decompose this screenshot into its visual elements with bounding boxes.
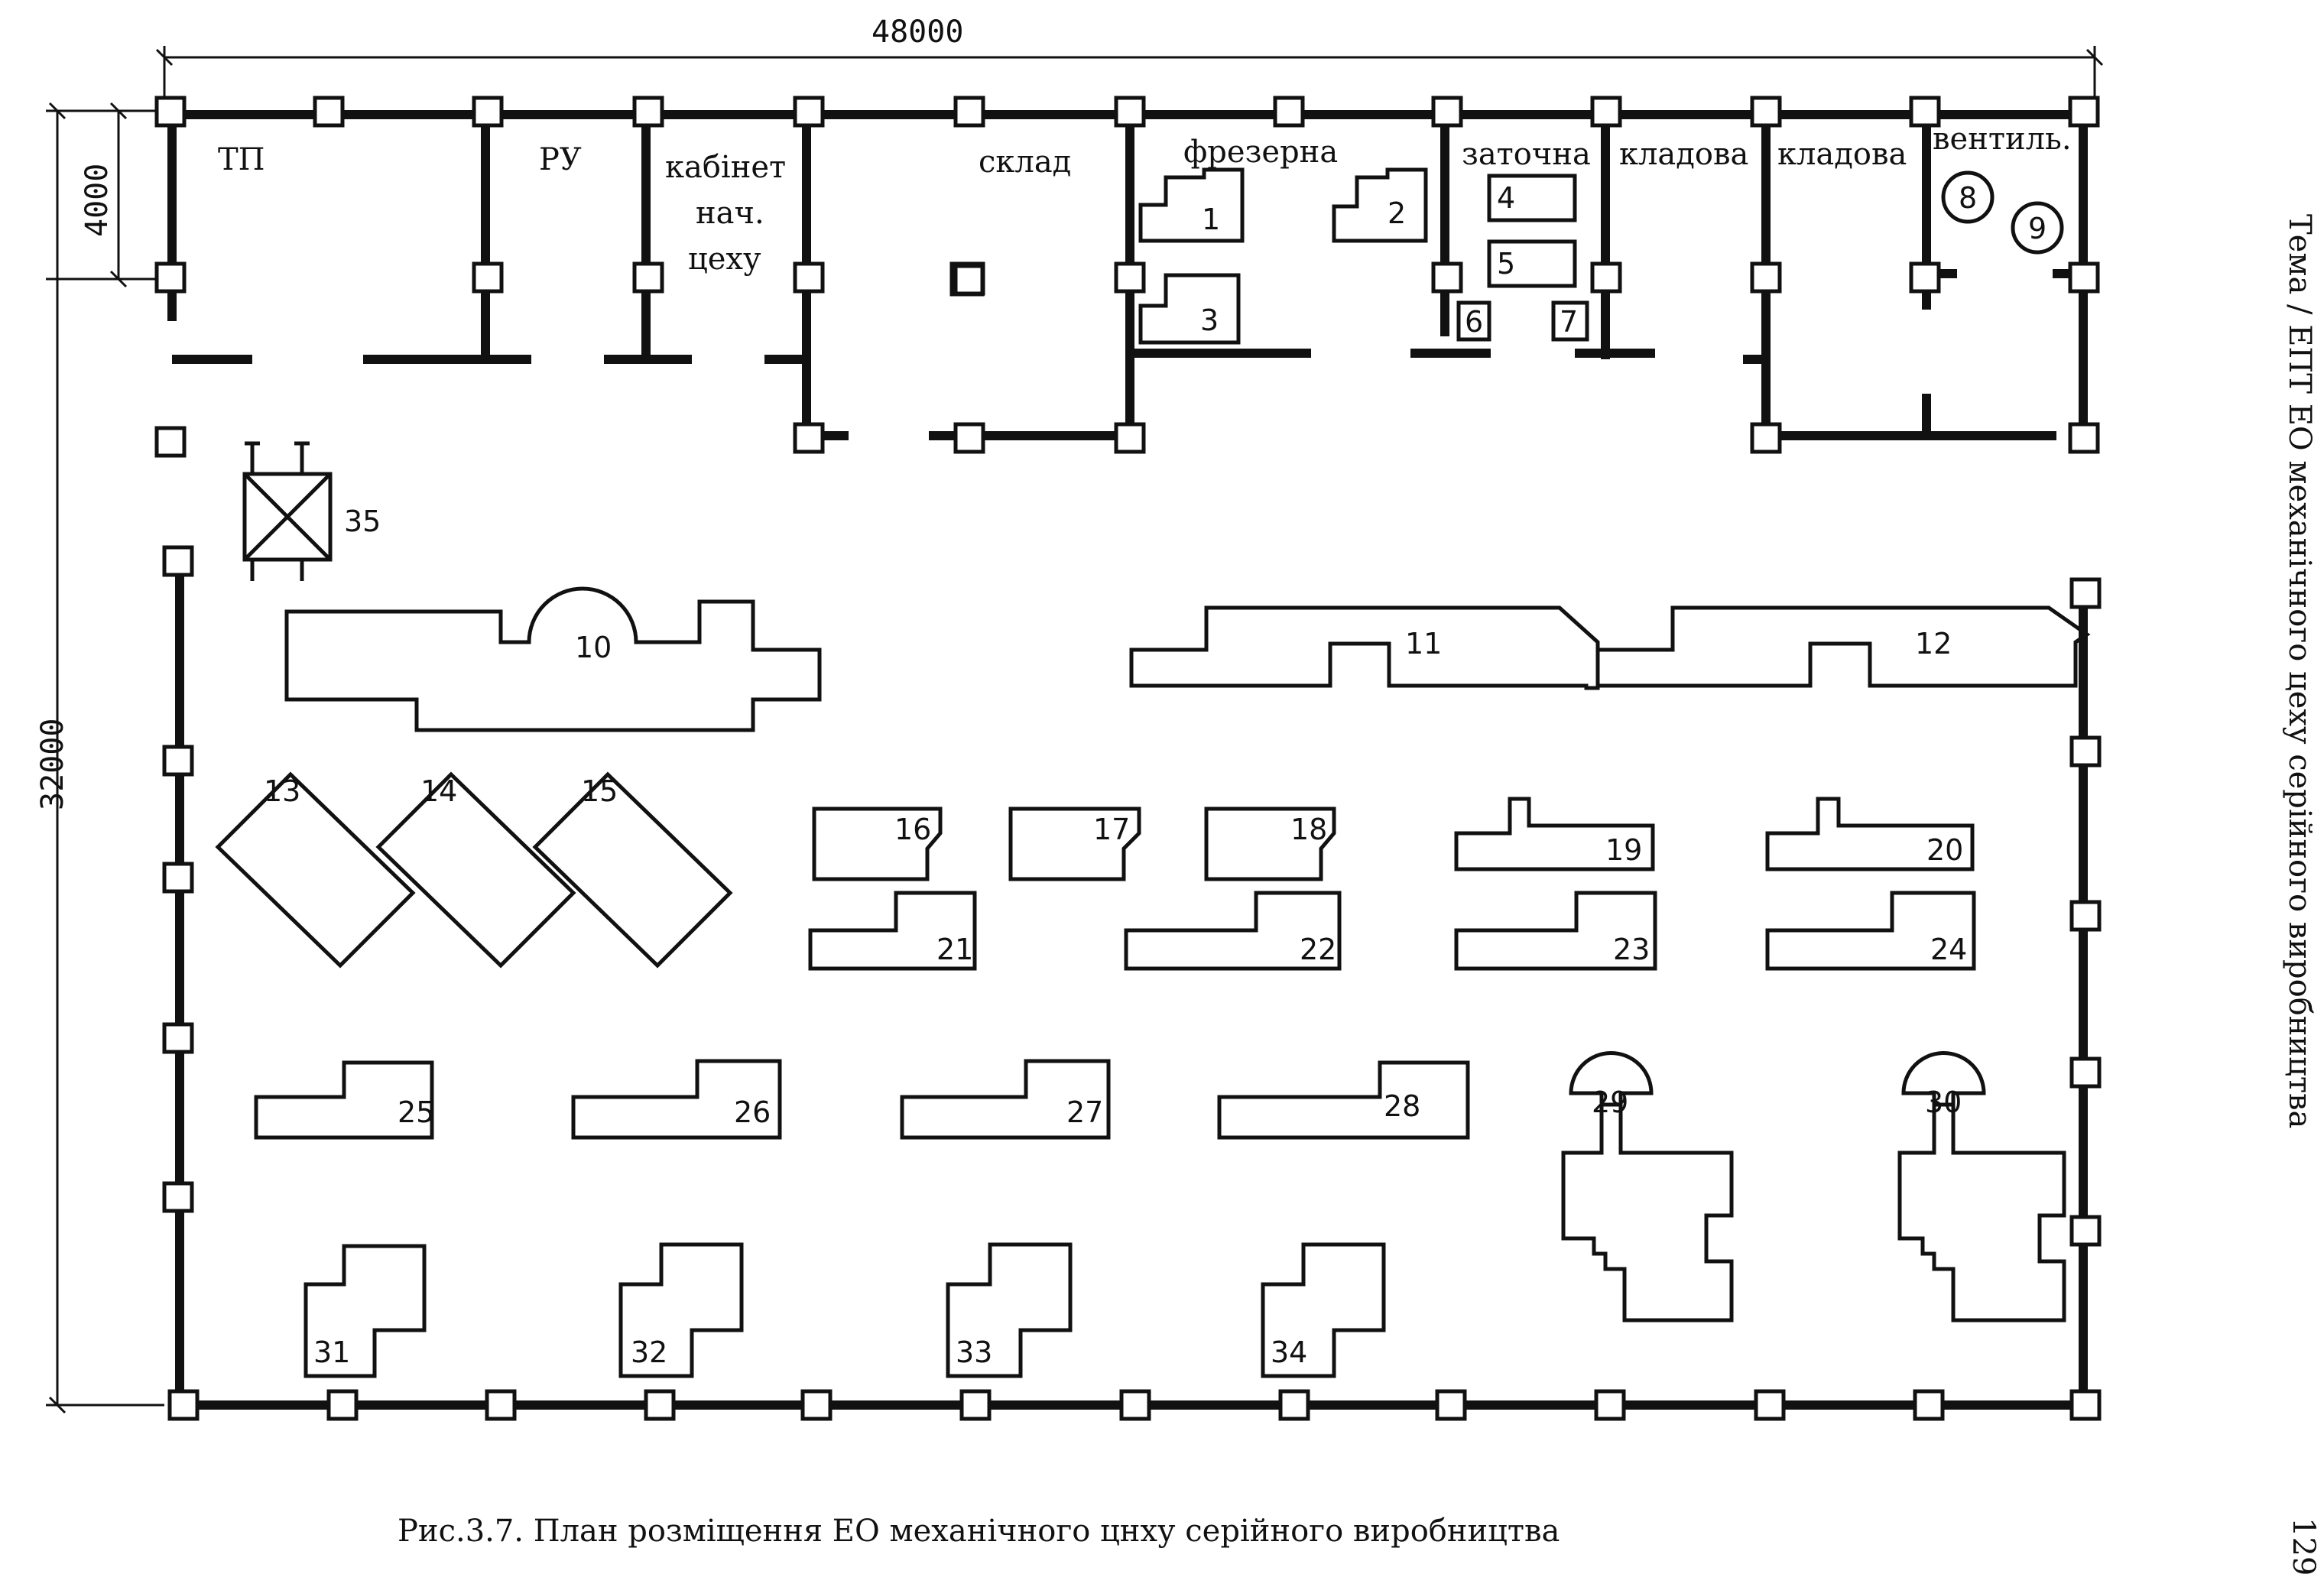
equipment-number-33: 33: [956, 1335, 992, 1369]
equipment-number-29: 29: [1592, 1086, 1628, 1119]
equipment-number-30: 30: [1925, 1086, 1962, 1119]
room-label-tp: ТП: [218, 142, 265, 177]
equipment-number-21: 21: [936, 933, 973, 966]
equipment-number-6: 6: [1465, 305, 1483, 339]
dimension-bay: 4000: [80, 164, 115, 237]
equipment-number-14: 14: [420, 774, 457, 808]
equipment-number-8: 8: [1959, 181, 1977, 215]
equipment-number-15: 15: [581, 774, 618, 808]
equipment-number-32: 32: [631, 1335, 667, 1369]
room-label-milling: фрезерна: [1183, 135, 1338, 170]
equipment-number-34: 34: [1271, 1335, 1307, 1369]
equipment-number-9: 9: [2028, 212, 2046, 245]
equipment-number-25: 25: [398, 1095, 434, 1129]
equipment-number-18: 18: [1290, 813, 1327, 846]
equipment-number-22: 22: [1300, 933, 1336, 966]
equipment-number-27: 27: [1066, 1095, 1103, 1129]
room-label-storeroom-2: кладова: [1777, 137, 1907, 172]
side-header: Тема / ЕПТ ЕО механічного цеху серійного…: [2282, 214, 2317, 1129]
figure-caption: Рис.3.7. План розміщення ЕО механічного …: [398, 1514, 1560, 1549]
equipment-number-31: 31: [313, 1335, 350, 1369]
equipment-number-13: 13: [264, 774, 300, 808]
room-label-office-3: цеху: [688, 242, 761, 277]
equipment-number-1: 1: [1202, 203, 1220, 236]
equipment-number-26: 26: [734, 1095, 771, 1129]
room-label-office-1: кабінет: [665, 150, 786, 185]
dimension-height: 32000: [35, 719, 70, 810]
page-number: 129: [2286, 1517, 2321, 1576]
equipment-outlines: [215, 167, 2091, 1378]
equipment-number-17: 17: [1093, 813, 1130, 846]
equipment-number-11: 11: [1405, 627, 1442, 660]
dimension-lines: [46, 46, 2104, 1414]
equipment-number-2: 2: [1388, 196, 1406, 230]
equipment-number-19: 19: [1605, 833, 1642, 867]
room-label-ventilation: вентиль.: [1933, 122, 2072, 157]
equipment-number-24: 24: [1930, 933, 1967, 966]
room-label-storeroom-1: кладова: [1619, 137, 1748, 172]
room-label-office-2: нач.: [696, 196, 764, 231]
floor-plan: 48000 32000 4000 ТП РУ кабінет нач. цеху…: [35, 15, 2104, 1421]
equipment-number-20: 20: [1926, 833, 1963, 867]
building-walls: [167, 110, 2088, 1410]
equipment-number-28: 28: [1384, 1089, 1420, 1123]
equipment-number-35: 35: [344, 505, 381, 538]
equipment-number-16: 16: [894, 813, 931, 846]
room-label-sharpening: заточна: [1462, 137, 1591, 172]
room-label-ru: РУ: [539, 142, 582, 177]
equipment-numbers: 1 2 3 4 5 6 7 8 9 10 11 12 13 14 15 16 1…: [264, 181, 2046, 1369]
room-label-warehouse: склад: [979, 144, 1071, 180]
equipment-number-10: 10: [575, 631, 612, 664]
equipment-number-12: 12: [1915, 627, 1952, 660]
dimension-width: 48000: [872, 15, 963, 50]
equipment-number-3: 3: [1200, 303, 1219, 337]
equipment-number-5: 5: [1497, 247, 1515, 281]
equipment-number-7: 7: [1560, 305, 1578, 339]
equipment-number-23: 23: [1613, 933, 1650, 966]
equipment-number-4: 4: [1497, 181, 1515, 215]
